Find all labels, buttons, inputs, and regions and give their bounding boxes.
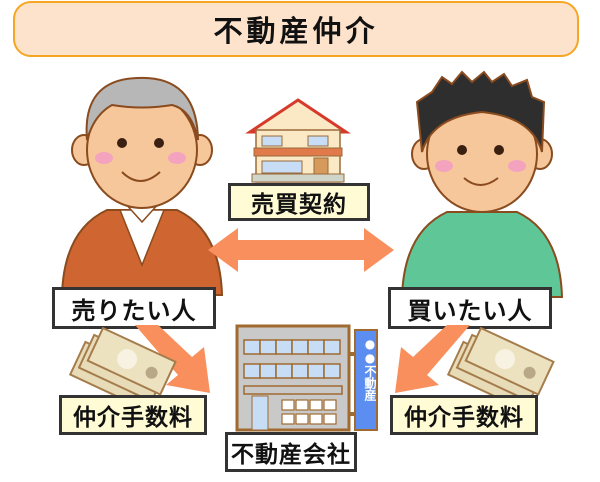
buyer-label: 買いたい人 (388, 287, 552, 329)
fee-label-left: 仲介手数料 (59, 395, 207, 435)
yen-bills-icon (446, 326, 555, 410)
agency-sign-text: ●●不動産 (363, 337, 377, 401)
double-arrow-icon (208, 228, 394, 272)
sales-contract-label: 売買契約 (228, 183, 370, 221)
arrow-down-right-icon (135, 325, 210, 393)
young-man-icon (400, 70, 564, 298)
house-icon (245, 98, 351, 183)
office-building-icon (235, 324, 378, 432)
fee-label-right: 仲介手数料 (390, 395, 538, 435)
title-banner: 不動産仲介 (13, 1, 579, 57)
elderly-man-icon (60, 76, 224, 296)
arrow-down-left-icon (395, 325, 470, 393)
yen-bills-icon (68, 326, 177, 410)
page-title: 不動産仲介 (213, 14, 379, 48)
agency-label: 不動産会社 (225, 432, 357, 472)
seller-label: 売りたい人 (52, 287, 216, 329)
